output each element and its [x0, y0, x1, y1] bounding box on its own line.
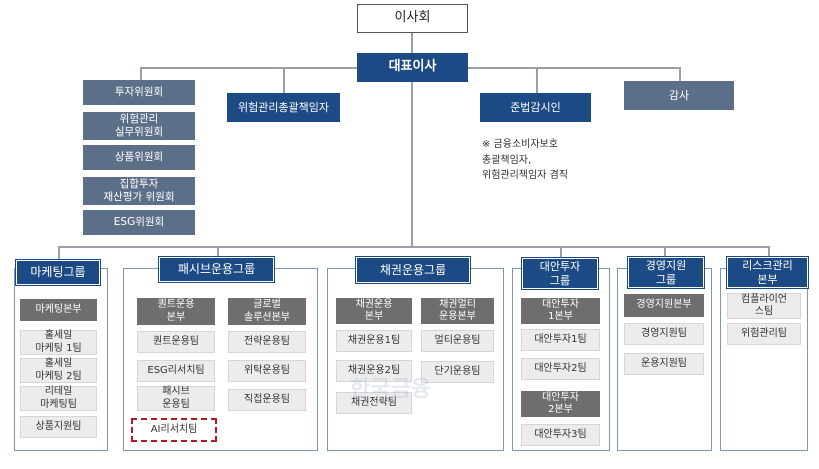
connector-committee-spine	[140, 67, 142, 81]
team-outsourced: 위탁운용팀	[228, 360, 306, 382]
team-bond-strategy: 채권전략팀	[336, 392, 412, 414]
alt-division-2: 대안투자 2본부	[521, 391, 600, 417]
global-solution-division: 글로벌 솔루션본부	[228, 298, 306, 325]
team-passive: 패시브 운용팀	[137, 386, 215, 411]
connector-group-marketing	[58, 246, 60, 260]
committee-product: 상품위원회	[83, 145, 195, 170]
connector-compliance	[536, 67, 538, 93]
team-retail: 리테일 마케팅팀	[20, 386, 97, 411]
connector-board-ceo	[411, 33, 413, 53]
committee-fund-valuation: 집합투자 재산평가 위원회	[83, 177, 195, 205]
team-product-support: 상품지원팀	[20, 416, 97, 438]
team-strategy: 전략운용팀	[228, 331, 306, 353]
team-short-term: 단기운용팀	[421, 361, 494, 383]
connector-risk-officer	[283, 67, 285, 93]
team-risk-mgmt: 위험관리팀	[727, 323, 801, 345]
team-mgmt-support: 경영지원팀	[624, 323, 704, 345]
team-ai-research: AI리서치팀	[131, 418, 217, 442]
mgmt-group-title: 경영지원 그룹	[627, 256, 705, 289]
quant-division: 퀀트운용 본부	[137, 298, 215, 325]
team-bond-2: 채권운용2팀	[336, 360, 412, 382]
compliance-officer-box: 준법감시인	[480, 93, 591, 122]
connector-group-alt	[560, 246, 562, 258]
connector-groups-bus	[58, 246, 769, 248]
board-box: 이사회	[357, 4, 468, 33]
bond-division: 채권운용 본부	[336, 298, 412, 324]
team-compliance: 컴플라이언 스팀	[727, 293, 801, 319]
audit-box: 감사	[624, 81, 734, 110]
committee-risk-practice: 위험관리 실무위원회	[83, 112, 195, 140]
team-alt-3: 대안투자3팀	[521, 424, 600, 446]
bond-multi-division: 채권멀티 운용본부	[421, 298, 494, 324]
team-direct: 직접운용팀	[228, 389, 306, 411]
alt-division-1: 대안투자 1본부	[521, 298, 600, 324]
connector-group-risk	[768, 246, 770, 257]
risk-group-title: 리스크관리 본부	[726, 256, 809, 289]
bond-group-title: 채권운용그룹	[355, 256, 471, 284]
committee-esg: ESG위원회	[83, 210, 195, 235]
ceo-box: 대표이사	[357, 53, 468, 82]
team-esg-research: ESG리서치팀	[137, 360, 215, 382]
passive-group-title: 패시브운용그룹	[158, 256, 275, 283]
marketing-group-title: 마케팅그룹	[15, 259, 101, 286]
team-ops-support: 운용지원팀	[624, 353, 704, 375]
connector-group-mgmt	[664, 246, 666, 257]
risk-officer-box: 위험관리총괄책임자	[227, 93, 340, 122]
concurrent-role-note: ※ 금융소비자보호 총괄책임자, 위험관리책임자 겸직	[482, 139, 568, 181]
team-alt-2: 대안투자2팀	[521, 358, 600, 380]
connector-audit	[679, 67, 681, 81]
alt-group-title: 대안투자 그룹	[521, 257, 599, 290]
team-wholesale-1: 홀세일 마케팅 1팀	[20, 330, 97, 355]
marketing-division: 마케팅본부	[20, 299, 97, 321]
committee-investment: 투자위원회	[83, 80, 195, 105]
team-multi: 멀티운용팀	[421, 330, 494, 352]
team-bond-1: 채권운용1팀	[336, 330, 412, 352]
connector-group-passive	[217, 246, 219, 257]
team-wholesale-2: 홀세일 마케팅 2팀	[20, 358, 97, 383]
mgmt-division: 경영지원본부	[624, 294, 704, 317]
team-alt-1: 대안투자1팀	[521, 329, 600, 351]
team-quant: 퀀트운용팀	[137, 331, 215, 353]
connector-main-trunk	[411, 82, 413, 247]
watermark: 한국금융	[350, 377, 431, 402]
